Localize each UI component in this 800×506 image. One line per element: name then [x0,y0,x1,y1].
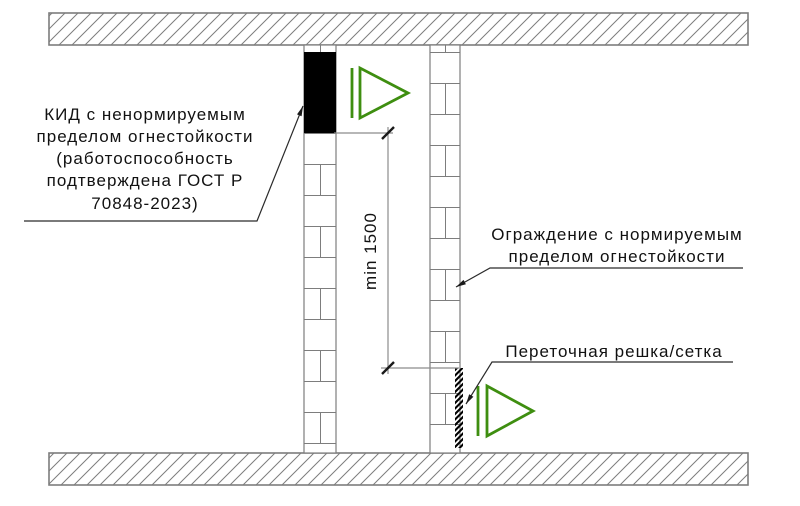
dimension-label: min 1500 [361,212,380,290]
transfer-grille-hatch [455,368,463,448]
transfer-grille-label: Переточная решка/сетка [505,342,722,361]
kid-label-line: КИД с ненормируемым [44,105,246,124]
ceiling-slab [48,12,749,46]
leader-enclosure [455,267,743,288]
kid-fire-damper [304,52,336,133]
dimension-min-1500: min 1500 [334,126,459,375]
kid-label-line: (работоспособность [56,149,233,168]
kid-label-line: пределом огнестойкости [37,127,254,146]
enclosure-label-line: Ограждение с нормируемым [491,225,742,244]
enclosure-label: Ограждение с нормируемым пределом огнест… [491,225,742,266]
enclosure-label-line: пределом огнестойкости [509,247,726,266]
airflow-direction-icon [350,65,412,121]
kid-label-line: 70848-2023) [91,194,198,213]
kid-label: КИД с ненормируемым пределом огнестойкос… [37,105,254,213]
leader-grille [465,361,733,405]
floor-slab [48,452,749,486]
leader-kid [24,105,304,222]
kid-label-line: подтверждена ГОСТ Р [47,171,244,190]
airflow-direction-icon [476,383,536,439]
